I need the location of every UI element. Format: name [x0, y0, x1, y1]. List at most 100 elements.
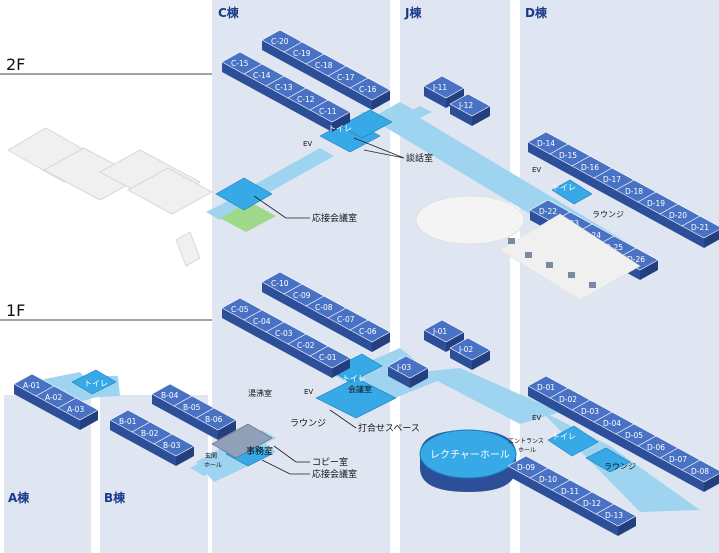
room-label: J-01 [432, 327, 447, 336]
room-front-face [306, 64, 328, 86]
room-label: J-02 [458, 345, 473, 354]
grey-plan-2f [6, 127, 214, 267]
room-side-face [446, 332, 464, 352]
facility-blocks-1f [71, 353, 631, 473]
room-side-face [472, 106, 490, 126]
room-front-face [616, 434, 638, 456]
danwa-leader-1 [353, 137, 405, 159]
room-a-03[interactable]: A-03 [57, 397, 99, 430]
room-d-08[interactable]: D-08 [681, 459, 719, 492]
room-side-face [372, 90, 390, 110]
room-c-01[interactable]: C-01 [309, 345, 351, 378]
room-d-13[interactable]: D-13 [595, 503, 637, 536]
room-c-11[interactable]: C-11 [309, 99, 351, 132]
room-side-face [640, 260, 658, 280]
room-front-face [638, 446, 660, 468]
room-label: D-10 [539, 475, 557, 484]
room-label: D-06 [647, 443, 665, 452]
room-front-face [596, 514, 618, 536]
room-front-face [262, 282, 284, 304]
room-b-06[interactable]: B-06 [195, 407, 237, 440]
room-front-face [310, 110, 332, 132]
room-label: C-05 [231, 305, 249, 314]
room-b-03[interactable]: B-03 [153, 433, 195, 466]
room-label: D-02 [559, 395, 577, 404]
room-label: A-01 [23, 381, 40, 390]
room-label: B-05 [183, 403, 201, 412]
room-front-face [284, 294, 306, 316]
room-top-face [349, 319, 391, 343]
room-label: D-21 [691, 223, 709, 232]
room-front-face [530, 478, 552, 500]
room-top-face [681, 215, 719, 239]
room-label: C-02 [297, 341, 315, 350]
room-label: C-04 [253, 317, 271, 326]
room-label: C-03 [275, 329, 293, 338]
yuwakashi-label: 湯沸室 [248, 388, 272, 398]
room-top-face [309, 345, 351, 369]
room-front-face [110, 420, 132, 442]
room-j-12[interactable]: J-12 [449, 93, 491, 126]
room-front-face [244, 74, 266, 96]
room-front-face [328, 76, 350, 98]
room-front-face [36, 396, 58, 418]
room-label: D-03 [581, 407, 599, 416]
room-j-01[interactable]: J-01 [423, 319, 465, 352]
uchiawase-leader [329, 409, 357, 429]
room-front-face [328, 318, 350, 340]
oseikaigi-2f-label: 応接会議室 [312, 212, 357, 224]
room-label: D-08 [691, 467, 709, 476]
room-j-11[interactable]: J-11 [423, 75, 465, 108]
floor-2f-label: 2F [6, 55, 25, 74]
toilet-d-2f-label: トイレ [552, 183, 576, 192]
room-label: C-19 [293, 49, 311, 58]
building-j-label: J棟 [404, 5, 422, 20]
room-front-face [350, 330, 372, 352]
room-front-face [424, 86, 446, 108]
room-c-16[interactable]: C-16 [349, 77, 391, 110]
room-label: B-06 [205, 415, 223, 424]
room-front-face [450, 348, 472, 370]
facility-blocks-2f [215, 109, 593, 211]
room-front-face [284, 52, 306, 74]
kaigi-label: 会議室 [348, 384, 372, 394]
room-label: D-20 [669, 211, 687, 220]
room-top-face [595, 503, 637, 527]
room-label: D-16 [581, 163, 599, 172]
room-side-face [176, 446, 194, 466]
room-j-02[interactable]: J-02 [449, 337, 491, 370]
room-label: D-12 [583, 499, 601, 508]
room-j-03[interactable]: J-03 [387, 355, 429, 388]
room-front-face [594, 178, 616, 200]
room-label: A-03 [67, 405, 84, 414]
room-front-face [154, 444, 176, 466]
room-front-face [528, 386, 550, 408]
genkan-label: 玄関 [205, 452, 217, 460]
hall-label: ホール [204, 462, 222, 469]
room-side-face [80, 410, 98, 430]
room-side-face [372, 332, 390, 352]
room-front-face [638, 202, 660, 224]
room-label: D-11 [561, 487, 579, 496]
room-label: C-06 [359, 327, 377, 336]
room-top-face [153, 433, 195, 457]
room-label: C-01 [319, 353, 337, 362]
room-front-face [660, 214, 682, 236]
lecture-hall [419, 429, 517, 492]
floor-1f-label: 1F [6, 301, 25, 320]
room-front-face [616, 190, 638, 212]
room-front-face [682, 470, 704, 492]
room-d-21[interactable]: D-21 [681, 215, 719, 248]
room-label: D-19 [647, 199, 665, 208]
room-label: D-17 [603, 175, 621, 184]
room-label: C-08 [315, 303, 333, 312]
room-side-face [410, 368, 428, 388]
room-c-06[interactable]: C-06 [349, 319, 391, 352]
room-front-face [132, 432, 154, 454]
room-top-face [349, 77, 391, 101]
room-label: C-14 [253, 71, 271, 80]
room-front-face [262, 40, 284, 62]
plaza-grid-2f [499, 213, 641, 301]
